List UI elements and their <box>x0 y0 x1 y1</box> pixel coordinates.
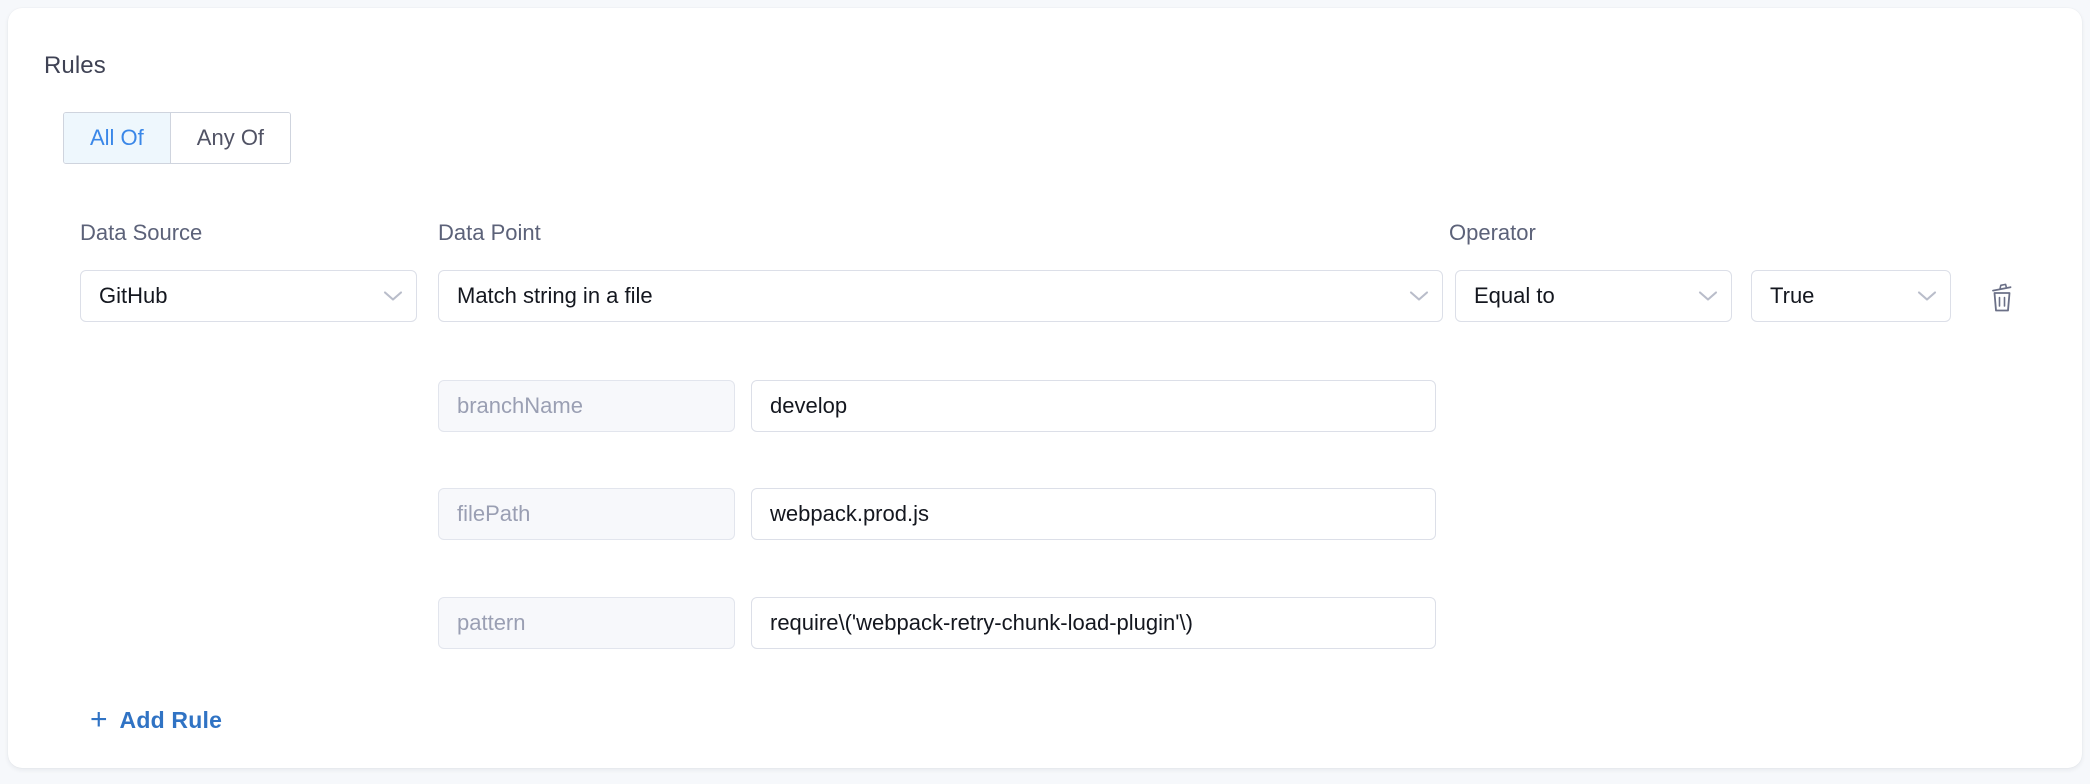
chevron-down-icon <box>1691 290 1731 302</box>
operator-select[interactable]: Equal to <box>1455 270 1732 322</box>
match-mode-toggle-group: All Of Any Of <box>63 112 292 164</box>
parameter-value-branchname[interactable]: develop <box>751 380 1436 432</box>
data-source-label: Data Source <box>80 220 203 245</box>
page-title: Rules <box>44 52 106 79</box>
operator-label: Operator <box>1449 220 1536 245</box>
match-mode-any-of-button[interactable]: Any Of <box>169 113 291 163</box>
delete-rule-button[interactable] <box>1983 280 2021 318</box>
boolean-value: True <box>1770 283 1815 308</box>
chevron-down-icon <box>376 290 416 302</box>
chevron-down-icon <box>1910 290 1950 302</box>
data-source-value: GitHub <box>99 283 168 308</box>
parameter-row: pattern require\('webpack-retry-chunk-lo… <box>438 597 1436 649</box>
parameter-key-pattern[interactable]: pattern <box>438 597 735 649</box>
parameter-value-filepath[interactable]: webpack.prod.js <box>751 488 1436 540</box>
parameter-value-pattern[interactable]: require\('webpack-retry-chunk-load-plugi… <box>751 597 1436 649</box>
operator-value: Equal to <box>1474 283 1555 308</box>
trash-icon <box>1987 282 2017 317</box>
plus-icon: + <box>90 703 108 736</box>
add-rule-label: Add Rule <box>119 706 223 733</box>
data-point-label: Data Point <box>438 220 541 245</box>
parameter-key-filepath[interactable]: filePath <box>438 488 735 540</box>
parameter-row: branchName develop <box>438 380 1436 432</box>
chevron-down-icon <box>1402 290 1442 302</box>
boolean-value-select[interactable]: True <box>1751 270 1951 322</box>
add-rule-button[interactable]: + Add Rule <box>90 705 222 735</box>
match-mode-all-of-button[interactable]: All Of <box>64 113 170 163</box>
data-point-value: Match string in a file <box>457 283 653 308</box>
rules-card: Rules All Of Any Of Data Source Data Poi… <box>8 8 2082 768</box>
data-source-select[interactable]: GitHub <box>80 270 417 322</box>
parameter-row: filePath webpack.prod.js <box>438 488 1436 540</box>
parameter-key-branchname[interactable]: branchName <box>438 380 735 432</box>
data-point-select[interactable]: Match string in a file <box>438 270 1443 322</box>
